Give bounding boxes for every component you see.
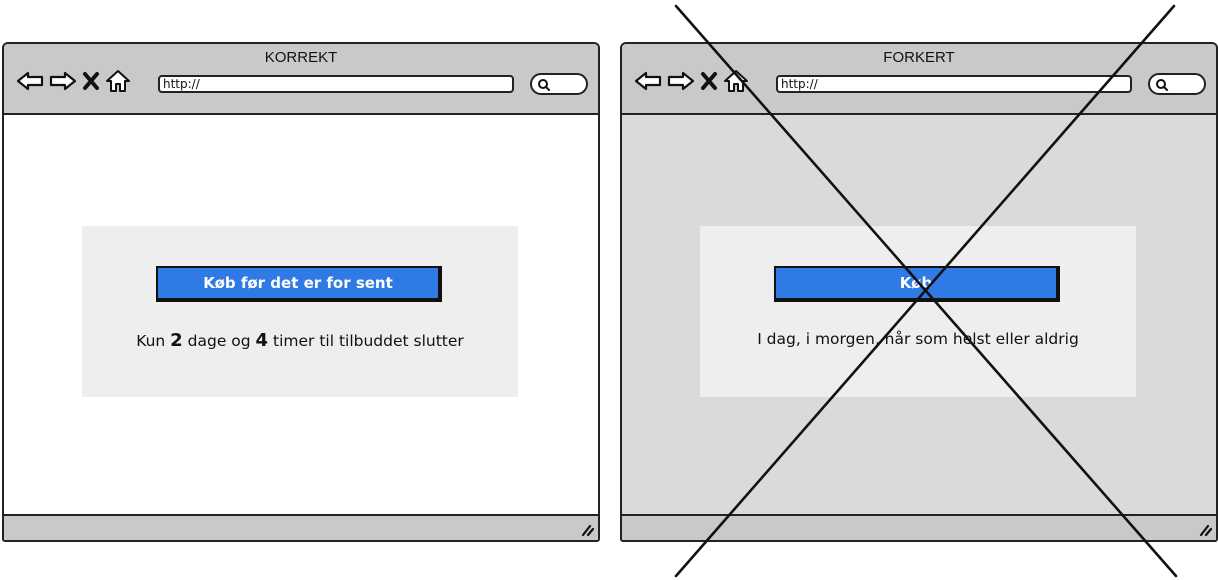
offer-prefix: Kun	[136, 332, 166, 350]
search-field[interactable]	[530, 73, 588, 95]
buy-button[interactable]: Køb	[774, 266, 1060, 302]
browser-titlebar: KORREKT http://	[4, 44, 598, 115]
forward-arrow-icon[interactable]	[49, 70, 77, 92]
back-arrow-icon[interactable]	[634, 70, 662, 92]
buy-before-too-late-button[interactable]: Køb før det er for sent	[156, 266, 442, 302]
hours-value: 4	[255, 330, 269, 351]
vague-offer-text: I dag, i morgen, når som helst eller ald…	[757, 330, 1079, 348]
nav-buttons	[16, 66, 136, 96]
home-icon[interactable]	[105, 69, 131, 93]
days-label: dage og	[187, 332, 251, 350]
close-icon[interactable]	[82, 70, 100, 92]
offer-suffix: timer til tilbuddet slutter	[273, 332, 464, 350]
search-field[interactable]	[1148, 73, 1206, 95]
offer-panel: Køb før det er for sent Kun 2 dage og 4 …	[82, 226, 518, 397]
forward-arrow-icon[interactable]	[667, 70, 695, 92]
nav-buttons	[634, 66, 754, 96]
browser-window-wrong: FORKERT http:// Køb	[620, 42, 1218, 542]
resize-grip-icon[interactable]	[578, 523, 594, 537]
resize-grip-icon[interactable]	[1196, 523, 1212, 537]
offer-countdown-text: Kun 2 dage og 4 timer til tilbuddet slut…	[82, 330, 518, 351]
offer-panel: Køb I dag, i morgen, når som helst eller…	[700, 226, 1136, 397]
back-arrow-icon[interactable]	[16, 70, 44, 92]
days-value: 2	[170, 330, 183, 351]
url-input[interactable]: http://	[158, 75, 514, 93]
close-icon[interactable]	[700, 70, 718, 92]
browser-statusbar	[622, 514, 1216, 540]
browser-titlebar: FORKERT http://	[622, 44, 1216, 115]
search-icon	[1156, 79, 1168, 91]
search-icon	[538, 79, 550, 91]
window-title: FORKERT	[883, 49, 955, 66]
window-title: KORREKT	[264, 49, 338, 66]
home-icon[interactable]	[723, 69, 749, 93]
browser-window-correct: KORREKT http:// Køb før	[2, 42, 600, 542]
url-input[interactable]: http://	[776, 75, 1132, 93]
browser-statusbar	[4, 514, 598, 540]
